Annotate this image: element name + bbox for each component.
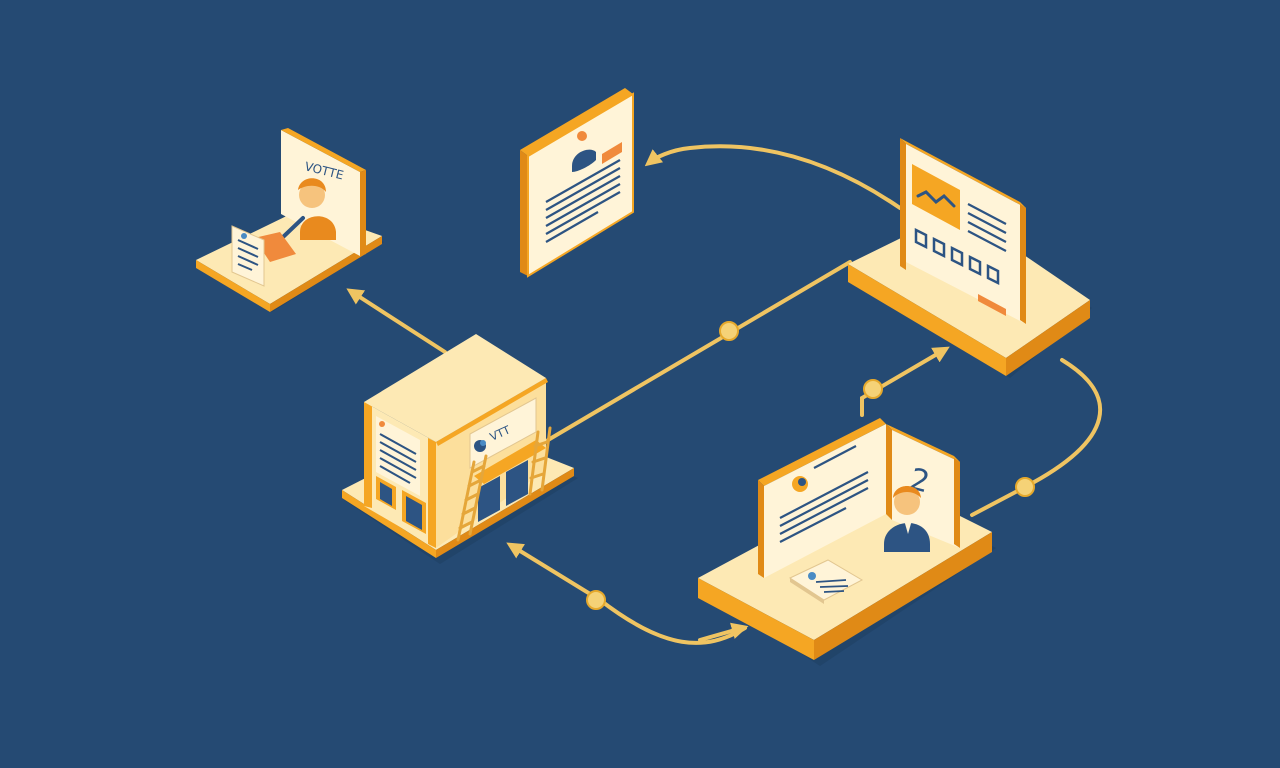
polling-station-building: VTT [342, 334, 578, 564]
connector-bottom-flow-head [698, 622, 749, 642]
document-icon [231, 225, 265, 287]
node-dot [1015, 477, 1035, 497]
connector-booth-to-platform [860, 346, 950, 417]
person-icon [572, 149, 596, 172]
node-dot [586, 590, 606, 610]
document-icon [788, 559, 864, 604]
ballot-desk [254, 232, 296, 262]
vote-sign: VTT [469, 397, 537, 469]
node-dot [719, 321, 739, 341]
connector-building-to-platform [546, 260, 852, 442]
document-icon [376, 416, 420, 496]
results-display-platform [848, 138, 1092, 378]
connector-right-arc [970, 358, 1102, 517]
person-icon [884, 486, 930, 552]
voting-booth-top-left: VOTTE [196, 128, 384, 312]
floating-document-top [520, 88, 634, 278]
trend-line-icon [912, 164, 960, 230]
building-doors [376, 476, 426, 534]
connector-nodes [586, 321, 1035, 610]
connector-building-to-booth [346, 288, 447, 354]
connector-bottom-flow [506, 542, 747, 645]
node-dot [863, 379, 883, 399]
ladder-icon [456, 426, 552, 542]
connector-platform-to-document [644, 144, 902, 210]
voting-booth-bottom-right: 2 [698, 418, 996, 666]
person-icon [280, 178, 336, 240]
connectors [346, 144, 1102, 645]
